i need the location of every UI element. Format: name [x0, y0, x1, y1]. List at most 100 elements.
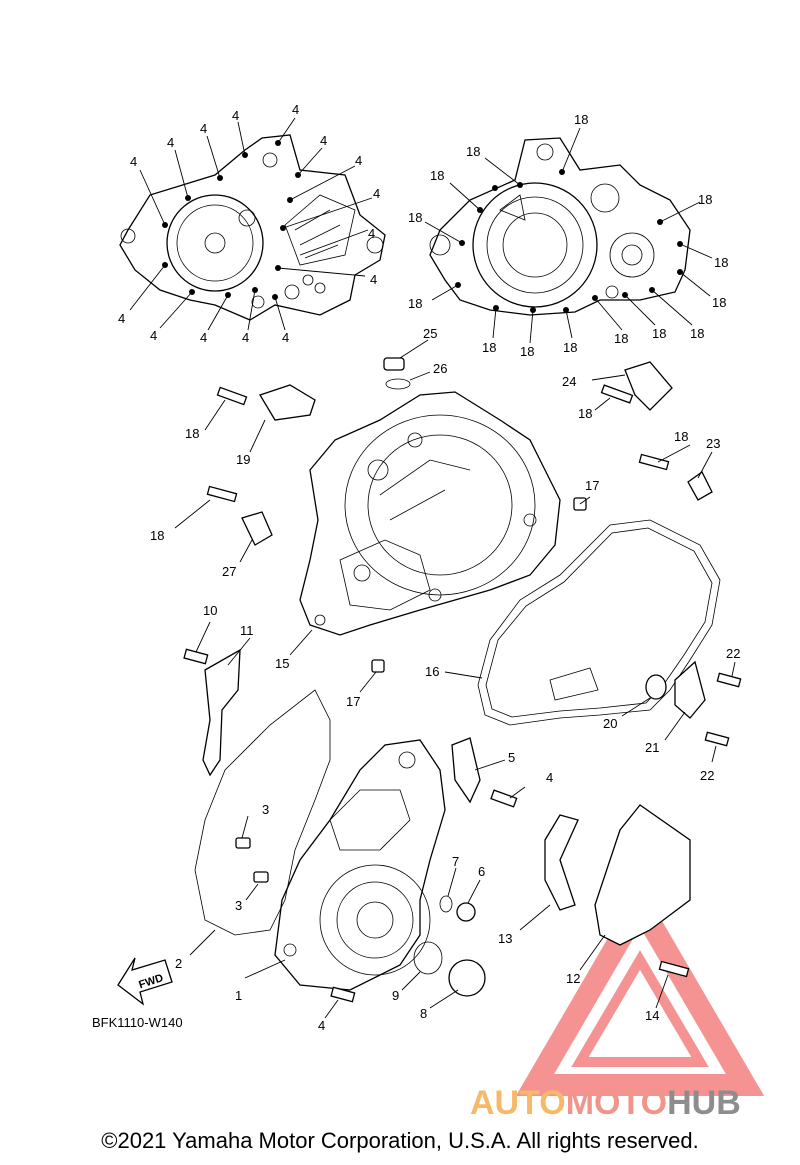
callout-9: 9	[392, 988, 399, 1003]
callout-18: 18	[150, 528, 164, 543]
callout-18: 18	[714, 255, 728, 270]
callout-18: 18	[520, 344, 534, 359]
callout-18: 18	[482, 340, 496, 355]
clamp-23	[687, 471, 713, 501]
callout-numbers: 1 2 3 3 4 4 5 6 7 8 9 10 11 12 13 14 15 …	[150, 326, 740, 1033]
watermark-auto: AUTO	[470, 1084, 566, 1122]
bracket-19	[259, 384, 316, 421]
callout-18: 18	[563, 340, 577, 355]
right-crankcase-view: 18 18 18 18 18 18 18 18 18 18 18 18 18 1…	[408, 112, 728, 359]
callout-8: 8	[420, 1006, 427, 1021]
callout-3: 3	[262, 802, 269, 817]
callout-1: 1	[235, 988, 242, 1003]
watermark-wordmark: AUTOMOTOHUB	[470, 1084, 741, 1122]
callout-18: 18	[614, 331, 628, 346]
callout-4: 4	[200, 330, 207, 345]
callout-22: 22	[700, 768, 714, 783]
plate-21	[674, 660, 706, 719]
callout-18: 18	[698, 192, 712, 207]
callout-4: 4	[232, 108, 239, 123]
callout-4: 4	[242, 330, 249, 345]
callout-7: 7	[452, 854, 459, 869]
callout-16: 16	[425, 664, 439, 679]
copyright-notice: ©2021 Yamaha Motor Corporation, U.S.A. A…	[101, 1128, 699, 1153]
callout-4: 4	[355, 153, 362, 168]
callout-14: 14	[645, 1008, 659, 1023]
callout-26: 26	[433, 361, 447, 376]
cover-gasket-16	[477, 519, 721, 726]
callout-12: 12	[566, 971, 580, 986]
callout-4: 4	[370, 272, 377, 287]
callout-18: 18	[408, 296, 422, 311]
callout-4: 4	[373, 186, 380, 201]
callout-10: 10	[203, 603, 217, 618]
plug-8	[448, 959, 486, 997]
plug-6	[456, 902, 476, 922]
callout-18: 18	[408, 210, 422, 225]
watermark-logo	[515, 883, 765, 1096]
callout-18: 18	[690, 326, 704, 341]
bracket-11	[202, 648, 241, 777]
callout-21: 21	[645, 740, 659, 755]
callout-23: 23	[706, 436, 720, 451]
o-ring-7	[439, 895, 453, 913]
plate-5	[451, 737, 481, 804]
callout-4: 4	[130, 154, 137, 169]
callout-22: 22	[726, 646, 740, 661]
callout-4: 4	[200, 121, 207, 136]
bolts-top	[206, 357, 670, 673]
clamp-27	[241, 511, 273, 546]
callout-18: 18	[652, 326, 666, 341]
bolt-22	[704, 731, 730, 747]
callout-13: 13	[498, 931, 512, 946]
dowel-3	[235, 837, 251, 849]
callout-18: 18	[674, 429, 688, 444]
callout-18: 18	[578, 406, 592, 421]
callout-27: 27	[222, 564, 236, 579]
bolt-4	[490, 789, 518, 808]
o-ring-9	[413, 941, 443, 975]
callout-4: 4	[167, 135, 174, 150]
callout-18: 18	[466, 144, 480, 159]
callout-3: 3	[235, 898, 242, 913]
callout-2: 2	[175, 956, 182, 971]
callout-20: 20	[603, 716, 617, 731]
callout-5: 5	[508, 750, 515, 765]
bracket-13	[544, 814, 579, 911]
left-crankcase-view: 4 4 4 4 4 4 4 4 4 4 4 4 4 4 4	[118, 102, 386, 345]
callout-19: 19	[236, 452, 250, 467]
bolt-10	[183, 648, 209, 665]
callout-17: 17	[585, 478, 599, 493]
gasket-2	[194, 689, 331, 936]
dowel-3	[253, 871, 269, 883]
callout-4: 4	[282, 330, 289, 345]
generator-cover-1	[274, 739, 446, 991]
callout-6: 6	[478, 864, 485, 879]
fwd-arrow-icon: FWD	[117, 957, 173, 1006]
callout-25: 25	[423, 326, 437, 341]
callout-4: 4	[292, 102, 299, 117]
watermark-hub: HUB	[667, 1084, 741, 1122]
oil-seal-20	[645, 674, 667, 700]
callout-18: 18	[574, 112, 588, 127]
callout-18: 18	[430, 168, 444, 183]
callout-15: 15	[275, 656, 289, 671]
bolt-4	[330, 986, 356, 1003]
callout-17: 17	[346, 694, 360, 709]
callout-24: 24	[562, 374, 576, 389]
sprocket-cover-12	[594, 804, 691, 946]
watermark-moto: MOTO	[566, 1084, 667, 1122]
callout-4: 4	[150, 328, 157, 343]
callout-4: 4	[118, 311, 125, 326]
callout-4: 4	[320, 133, 327, 148]
callout-11: 11	[240, 623, 254, 638]
bracket-24	[624, 361, 673, 411]
callout-4: 4	[368, 226, 375, 241]
crankcase-cover-15	[299, 391, 561, 636]
callout-4: 4	[546, 770, 553, 785]
callout-18: 18	[185, 426, 199, 441]
diagram-code: BFK1110-W140	[92, 1015, 183, 1030]
callout-leaders	[174, 339, 736, 1019]
bolt-22	[716, 672, 742, 688]
